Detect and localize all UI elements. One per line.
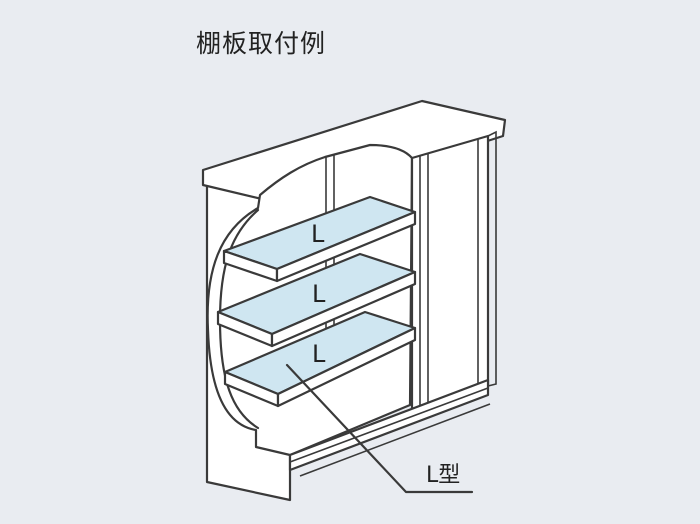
shelf-top [222, 195, 417, 283]
shelf-bottom [223, 310, 417, 408]
cabinet-right-panel [410, 134, 490, 414]
callout-leader-line [285, 363, 474, 494]
shelf-middle-label: L [312, 280, 326, 308]
shelf-middle [216, 252, 417, 348]
shelf-top-label: L [311, 220, 325, 248]
diagram-title: 棚板取付例 [196, 29, 327, 58]
callout-label: L型 [426, 463, 460, 488]
shelf-bottom-label: L [312, 340, 326, 368]
